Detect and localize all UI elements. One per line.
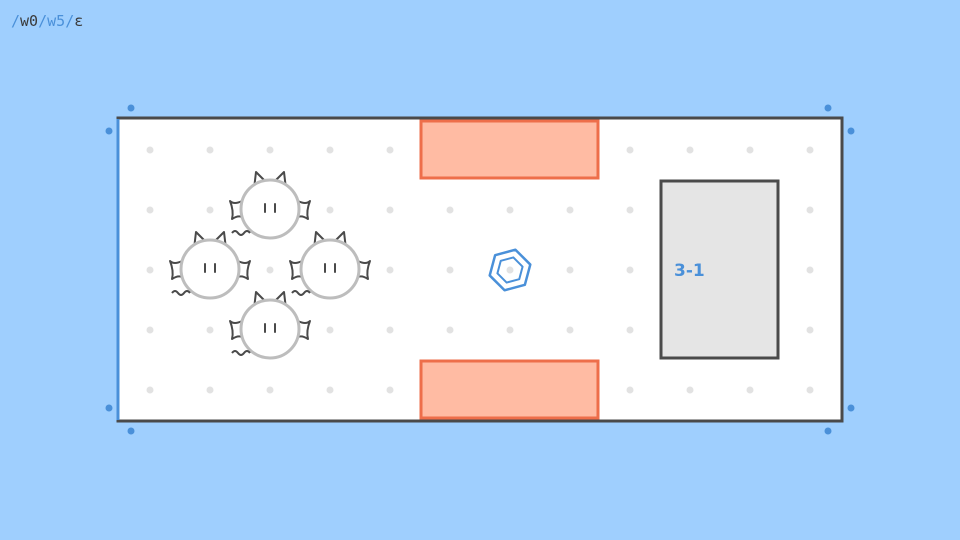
grid-dot	[446, 206, 454, 214]
grid-dot	[806, 266, 814, 274]
breadcrumb-level: w5	[47, 12, 66, 30]
breadcrumb-separator: /	[11, 12, 21, 30]
grid-dot	[326, 146, 334, 154]
grid-dot	[146, 146, 154, 154]
grid-dot	[266, 266, 274, 274]
grid-dot	[626, 266, 634, 274]
hazard-block-bottom	[419, 359, 600, 420]
grid-dot	[386, 206, 394, 214]
grid-dot	[206, 326, 214, 334]
hexagon-player-icon[interactable]	[487, 245, 533, 295]
exit-door[interactable]	[659, 179, 780, 360]
grid-dot	[566, 206, 574, 214]
grid-dot	[386, 326, 394, 334]
breadcrumb-mode: ε	[74, 12, 84, 30]
grid-dot	[806, 326, 814, 334]
grid-dot	[266, 146, 274, 154]
grid-dot	[806, 386, 814, 394]
grid-dot	[806, 146, 814, 154]
grid-dot	[446, 266, 454, 274]
grid-dot	[266, 386, 274, 394]
grid-dot	[686, 146, 694, 154]
grid-dot	[386, 146, 394, 154]
grid-dot	[386, 266, 394, 274]
grid-dot	[326, 326, 334, 334]
grid-dot	[326, 386, 334, 394]
grid-dot	[506, 266, 514, 274]
grid-dot	[626, 206, 634, 214]
grid-dot	[206, 146, 214, 154]
hazard-block-top	[419, 119, 600, 180]
grid-dot	[326, 206, 334, 214]
exit-door-label: 3-1	[674, 261, 705, 281]
grid-dot	[566, 326, 574, 334]
grid-dot	[506, 206, 514, 214]
grid-dot	[626, 386, 634, 394]
grid-dot	[386, 386, 394, 394]
grid-dot	[506, 326, 514, 334]
grid-dot	[626, 146, 634, 154]
breadcrumb-world: w0	[20, 12, 39, 30]
grid-dot	[206, 386, 214, 394]
grid-dot	[146, 386, 154, 394]
grid-dot	[686, 386, 694, 394]
grid-dot	[146, 266, 154, 274]
breadcrumb-separator: /	[38, 12, 48, 30]
breadcrumb-separator: /	[65, 12, 75, 30]
grid-dot	[206, 206, 214, 214]
breadcrumb: /w0/w5/ε	[11, 12, 83, 30]
grid-dot	[746, 146, 754, 154]
grid-dot	[146, 326, 154, 334]
grid-dot	[626, 326, 634, 334]
room-corner-handles	[105, 104, 855, 435]
grid-dot	[566, 266, 574, 274]
grid-dot	[446, 326, 454, 334]
grid-dot	[806, 206, 814, 214]
grid-dot	[746, 386, 754, 394]
grid-dot	[146, 206, 154, 214]
